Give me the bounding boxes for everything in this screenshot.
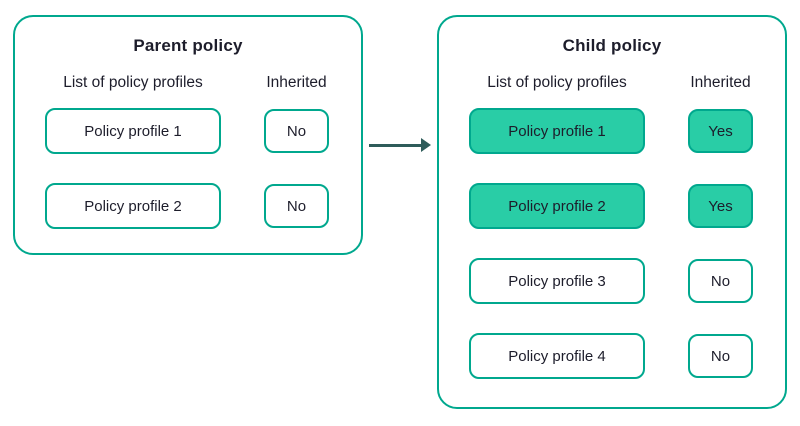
parent-header-row: List of policy profiles Inherited bbox=[15, 74, 361, 92]
arrow-line bbox=[369, 144, 422, 147]
inherited-value-chip: No bbox=[264, 184, 329, 228]
policy-row: Policy profile 2 Yes bbox=[439, 183, 785, 229]
child-profiles-column-header: List of policy profiles bbox=[487, 74, 627, 91]
child-policy-title: Child policy bbox=[562, 36, 662, 55]
child-header-row: List of policy profiles Inherited bbox=[439, 74, 785, 92]
policy-row: Policy profile 1 Yes bbox=[439, 108, 785, 154]
parent-policy-title: Parent policy bbox=[133, 36, 243, 55]
policy-row: Policy profile 3 No bbox=[439, 258, 785, 304]
policy-row: Policy profile 4 No bbox=[439, 333, 785, 379]
parent-policy-rows: Policy profile 1 No Policy profile 2 No bbox=[15, 108, 361, 229]
child-inherited-column-header: Inherited bbox=[690, 74, 751, 91]
inherited-value-chip: No bbox=[688, 334, 753, 378]
policy-row: Policy profile 2 No bbox=[15, 183, 361, 229]
policy-profile-chip: Policy profile 1 bbox=[45, 108, 221, 154]
inherited-value-chip: Yes bbox=[688, 109, 753, 153]
policy-profile-chip: Policy profile 2 bbox=[45, 183, 221, 229]
policy-profile-chip-inherited: Policy profile 2 bbox=[469, 183, 645, 229]
policy-row: Policy profile 1 No bbox=[15, 108, 361, 154]
policy-profile-chip: Policy profile 3 bbox=[469, 258, 645, 304]
arrow-head bbox=[421, 138, 431, 152]
parent-inherited-column-header: Inherited bbox=[266, 74, 327, 91]
parent-policy-box: Parent policy List of policy profiles In… bbox=[13, 15, 363, 255]
child-policy-rows: Policy profile 1 Yes Policy profile 2 Ye… bbox=[439, 108, 785, 379]
policy-profile-chip-inherited: Policy profile 1 bbox=[469, 108, 645, 154]
inherited-value-chip: Yes bbox=[688, 184, 753, 228]
inherited-value-chip: No bbox=[264, 109, 329, 153]
inherited-value-chip: No bbox=[688, 259, 753, 303]
child-policy-box: Child policy List of policy profiles Inh… bbox=[437, 15, 787, 409]
parent-profiles-column-header: List of policy profiles bbox=[63, 74, 203, 91]
policy-profile-chip: Policy profile 4 bbox=[469, 333, 645, 379]
